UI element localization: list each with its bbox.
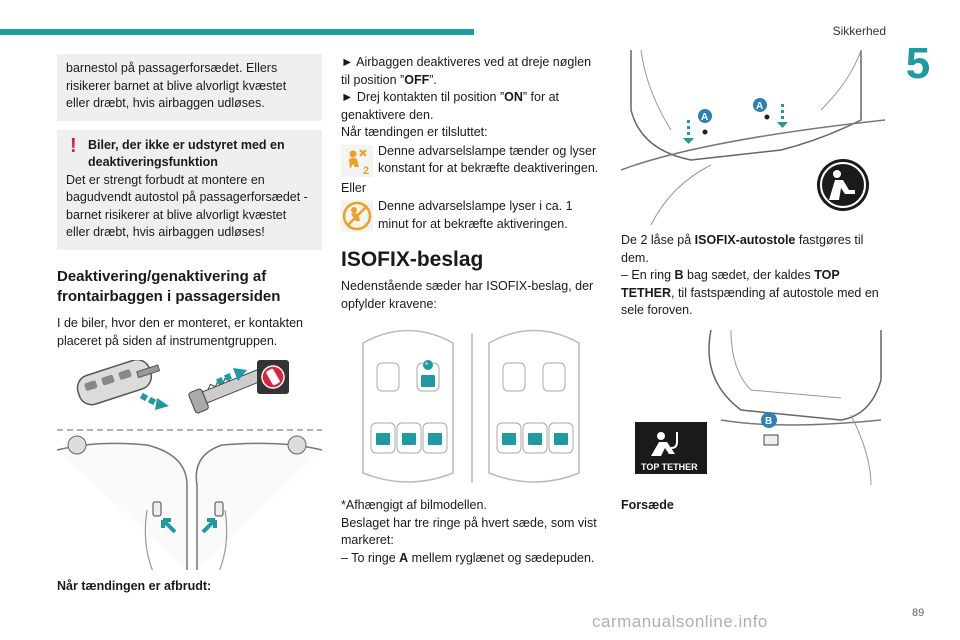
warning-box-continued: barnestol på passagerforsædet. Ellers ri… [57,54,322,121]
lamp-activated-row: Denne advarselslampe lyser i ca. 1 minut… [341,198,603,234]
ignition-on-text: Når tændingen er tilsluttet: [341,125,488,139]
or-text: Eller [341,180,367,195]
illustration-caption: Når tændingen er afbrudt: [57,579,212,593]
isofix-seats-diagram: * [341,323,603,493]
top-tether-diagram: B TOP TETHER [635,329,882,485]
chapter-number: 5 [905,39,931,88]
ring-b-text: – En ring B bag sædet, der kaldes TOP TE… [621,268,879,317]
column-2: ► Airbaggen deaktiveres ved at dreje nøg… [341,54,603,567]
exclamation-icon: ! [70,134,77,157]
intro-text: I de biler, hvor den er monteret, er kon… [57,316,303,348]
page-number: 89 [912,607,925,619]
section-heading: Deaktivering/genaktivering af frontairba… [57,267,281,305]
step-deactivate: ► Airbaggen deaktiveres ved at dreje nøg… [341,55,592,87]
lamp-deactivated-row: 2 Denne advarselslampe tænder og lyser k… [341,143,603,179]
column-1: barnestol på passagerforsædet. Ellers ri… [56,54,323,593]
marker-a-left: A [701,112,708,123]
car-outline-1: * [362,329,454,483]
airbag-off-lamp-icon: 2 [341,144,373,177]
locks-text: De 2 låse på ISOFIX-autostole fastgøres … [621,233,864,265]
isofix-intro: Nedenstående sæder har ISOFIX-beslag, de… [341,279,594,311]
section-title: Sikkerhed [832,24,886,38]
warning-box-no-deactivation: ! Biler, der ikke er udstyret med en dea… [57,129,322,250]
warning-title: ! Biler, der ikke er udstyret med en dea… [70,134,285,170]
airbag-on-lamp-icon [341,200,373,232]
lamp-activated-text: Denne advarselslampe lyser i ca. 1 minut… [378,199,573,231]
car-outline-2 [488,329,580,483]
svg-text:2: 2 [363,165,369,177]
top-tether-illustration: B TOP TETHER [621,329,885,490]
warning-text: barnestol på passagerforsædet. Ellers ri… [66,61,287,110]
footnote: *Afhængigt af bilmodellen. [341,498,487,512]
header-accent-bar [0,29,474,35]
column-3: A A De 2 låse på ISOFIX-autostole fastgø… [620,49,886,512]
marker-b: B [765,416,772,427]
seat-rings-diagram: A A [620,49,886,226]
step-reactivate: ► Drej kontakten til position ”ON” for a… [341,90,560,122]
ring-a-text: – To ringe A mellem ryglænet og sædepude… [341,550,595,565]
isofix-rings-illustration: A A [620,49,886,230]
rings-text: Beslaget har tre ringe på hvert sæde, so… [341,515,597,548]
lamp-deactivated-text: Denne advarselslampe tænder og lyser kon… [378,143,599,176]
warning-text: Det er strengt forbudt at montere en bag… [66,172,308,240]
marker-a-right: A [756,101,763,112]
watermark: carmanualsonline.info [592,612,768,631]
optional-star: * [425,361,428,370]
top-tether-label: TOP TETHER [641,462,698,472]
isofix-heading: ISOFIX-beslag [341,248,484,271]
airbag-switch-illustration [56,358,323,581]
key-switch-diagram [56,358,323,581]
car-seat-layout: * [362,329,580,483]
front-seat-caption: Forsæde [621,497,674,512]
